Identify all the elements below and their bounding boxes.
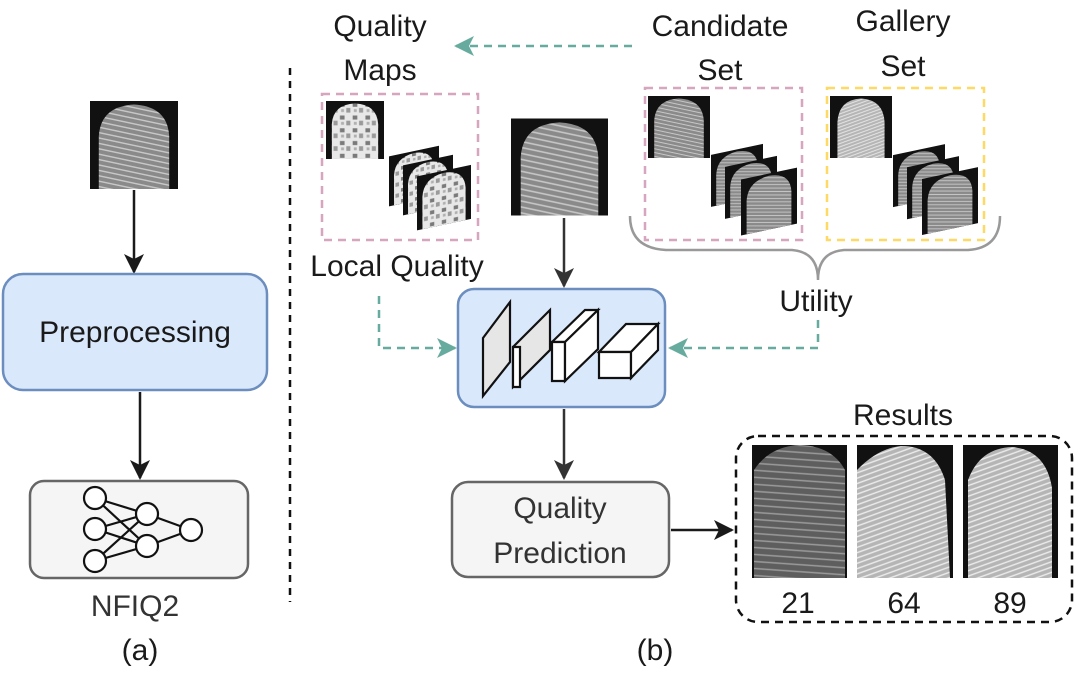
results-title: Results [853,399,953,432]
neural-network-icon [82,485,204,574]
result-score-1: 21 [781,587,814,620]
input-fingerprint-a [90,101,178,189]
arrow-local-quality-to-model [377,296,457,358]
input-fingerprint-b [511,118,608,216]
arrow-utility-to-model [668,320,820,358]
preprocessing-box [1,272,269,392]
utility-label: Utility [779,285,852,318]
quality-maps-frame [320,92,480,242]
nfiq2-box [28,479,250,580]
result-score-2: 64 [887,587,920,620]
panel-a: Preprocessing NFIQ2 (a) [1,101,269,667]
quality-prediction-line2: Prediction [493,537,626,570]
candidate-set-tiles [648,96,797,236]
candidate-set-title-line2: Set [697,54,743,87]
result-fingerprint-2 [857,445,953,578]
result-fingerprint-3 [963,445,1058,578]
utility-brace [628,215,1002,281]
gallery-set-title-line1: Gallery [855,5,950,38]
candidate-set-title-line1: Candidate [652,10,789,43]
panel-b: Quality Maps Candidate Set Gallery Set [310,5,1074,667]
quality-prediction-box [450,480,671,579]
quality-prediction-line1: Quality [513,492,606,525]
nfiq2-label: NFIQ2 [91,590,179,623]
result-fingerprint-1 [752,445,847,578]
preprocessing-label: Preprocessing [39,316,231,349]
quality-map-tiles [326,101,471,231]
quality-maps-title-line2: Maps [343,54,416,87]
gallery-set-title-line2: Set [880,50,926,83]
quality-maps-title-line1: Quality [333,10,426,43]
caption-a: (a) [122,634,159,667]
caption-b: (b) [637,634,674,667]
cnn-icon [481,298,661,400]
local-quality-label: Local Quality [310,250,483,283]
result-score-3: 89 [993,587,1026,620]
gallery-set-tiles [830,96,978,236]
